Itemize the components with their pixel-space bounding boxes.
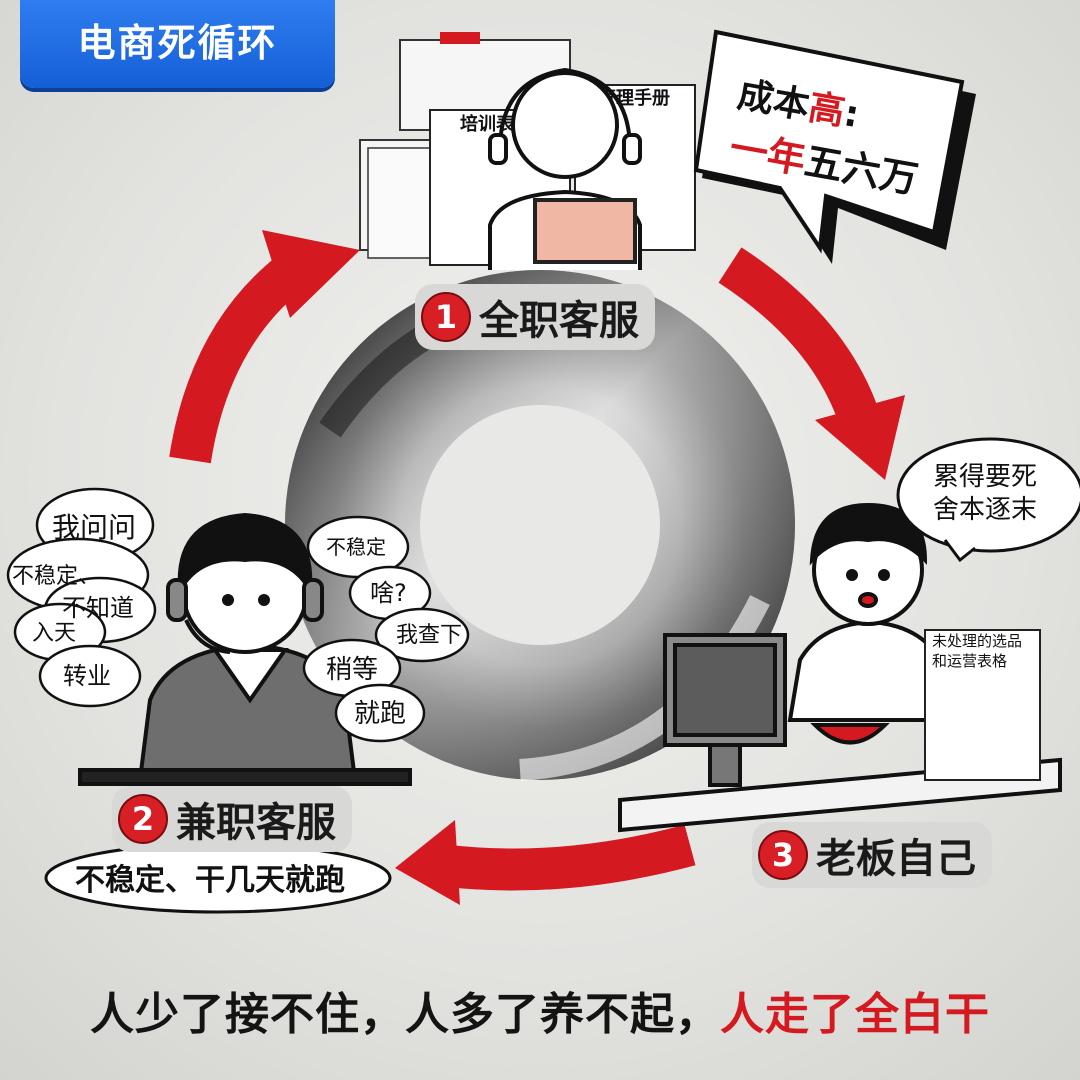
boss-sheet-line2: 和运营表格 [932,652,1007,670]
page-title: 电商死循环 [77,21,278,65]
bubble-text-3: 不知道 [62,594,134,622]
boss-speech-bubble [896,437,1080,563]
fulltime-agent-icon [488,67,642,270]
step-1-label: 1 全职客服 [415,284,655,350]
manual-label: 管理手册 [598,87,670,109]
bubble-text-7: 啥? [370,579,407,607]
bubble-text-5: 转业 [63,662,111,690]
bubble-text-10: 就跑 [354,699,406,729]
boss-sheet-line1: 未处理的选品 [932,632,1022,650]
step-1-number: 1 [421,292,471,342]
parttime-agent-icon [78,512,412,786]
cost-callout [693,29,976,264]
step-2-text: 兼职客服 [176,800,336,846]
tagline-part2: 人走了全白干 [720,989,990,1040]
step-3-label: 3 老板自己 [752,822,992,888]
boss-icon [618,502,1062,833]
bubble-text-9: 稍等 [326,655,378,685]
cycle-arrow-right-down-icon [718,247,905,480]
bubble-text-6: 不稳定 [326,535,386,559]
title-banner [20,0,335,88]
tagline: 人少了接不住，人多了养不起，人走了全白干 [0,978,1080,1042]
step-1-text: 全职客服 [479,298,639,344]
bubble-text-4: 入天 [32,621,76,646]
cycle-arrow-left-up-icon [169,230,360,464]
bubble-text-8: 我查下 [396,623,462,648]
parttime-note-text: 不稳定、干几天就跑 [75,863,345,898]
step-3-text: 老板自己 [816,836,976,882]
step-2-number: 2 [118,794,168,844]
boss-bubble-line1: 累得要死 [933,462,1037,492]
parttime-speech-bubbles [6,487,470,743]
tagline-part1: 人少了接不住，人多了养不起， [90,989,720,1040]
step-3-number: 3 [758,830,808,880]
bubble-text-1: 我问问 [52,511,136,544]
cycle-arrow-bottom-left-icon [395,820,696,905]
bubble-text-2: 不稳定、 [12,564,100,589]
step-2-label: 2 兼职客服 [112,786,352,852]
boss-bubble-line2: 舍本逐末 [933,495,1037,525]
